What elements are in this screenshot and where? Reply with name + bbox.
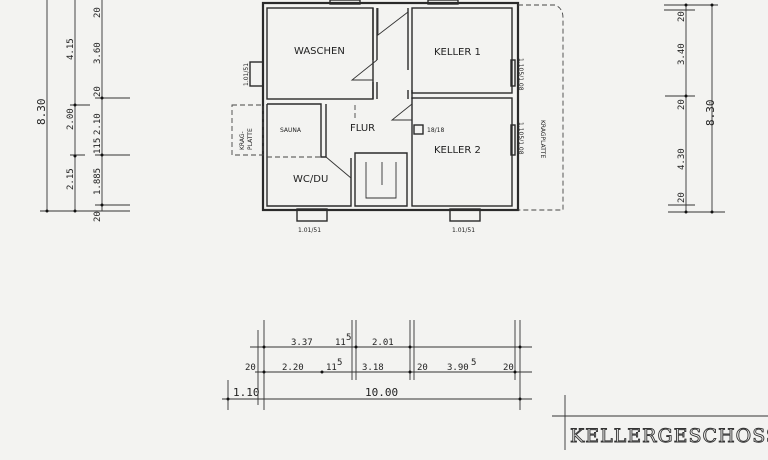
dim-left-inner: 3.60	[93, 42, 103, 64]
room-keller1: KELLER 1	[434, 47, 481, 58]
dim-bottom-row3: 10.00	[365, 386, 398, 399]
room-wc: WC/DU	[293, 174, 328, 185]
kragplatte-left-label-1: KRAG-	[239, 131, 246, 150]
dim-left-inner: 20	[93, 7, 103, 18]
room-waschen: WASCHEN	[294, 46, 345, 57]
dim-right-total: 8.30	[704, 100, 717, 127]
dim-left-total: 8.30	[35, 99, 48, 126]
room-sauna: SAUNA	[280, 127, 302, 134]
window-keller1-label: 1.105/1.08	[517, 58, 524, 91]
dim-bottom-row1: 5	[346, 333, 351, 343]
window-bottom-left-label: 1.01/51	[298, 227, 321, 234]
dim-bottom-row2: 5	[337, 358, 342, 368]
windows	[249, 0, 516, 222]
plan-title: KELLERGESCHOSS	[570, 425, 768, 447]
room-keller2: KELLER 2	[434, 145, 481, 156]
dim-bottom-row1: 11	[335, 338, 346, 348]
chimney-label: 18/18	[427, 127, 444, 134]
dim-right-inner: 3.40	[677, 43, 687, 65]
dim-left-inner: 1.885	[93, 168, 103, 195]
kragplatte-left-label-2: PLATTE	[247, 128, 254, 150]
walls	[261, 1, 520, 212]
kragplatte-right-outline	[518, 4, 564, 211]
dim-left-inner: 20	[93, 211, 103, 222]
bottom-dimensions	[222, 320, 532, 410]
window-keller2-label: 1.105/1.08	[517, 122, 524, 155]
dim-bottom-row2: 3.90	[447, 363, 469, 373]
dim-bottom-row2: 3.18	[362, 363, 384, 373]
title-frame-lines	[552, 395, 768, 450]
dim-bottom-row2: 2.20	[282, 363, 304, 373]
window-bottom-right-label: 1.01/51	[452, 227, 475, 234]
dim-right-inner: 20	[677, 192, 687, 203]
dim-bottom-row2: 20	[417, 363, 428, 373]
dim-right-inner: 20	[677, 99, 687, 110]
dim-right-inner: 20	[677, 11, 687, 22]
chimney-icon	[413, 124, 424, 135]
right-dimensions	[664, 3, 725, 214]
dim-bottom-row2: 11	[326, 363, 337, 373]
dim-bottom-row2: 20	[503, 363, 514, 373]
dim-bottom-row1: 2.01	[372, 338, 394, 348]
dim-left-inner: 2.10	[93, 113, 103, 135]
dim-bottom-row2: 5	[471, 358, 476, 368]
kragplatte-right-label: KRAGPLATTE	[539, 120, 546, 158]
left-dimensions	[40, 0, 130, 213]
dim-left-mid: 2.15	[66, 168, 76, 190]
window-left-label: 1.01/51	[243, 63, 250, 86]
dim-left-inner: 115	[93, 138, 103, 154]
dim-bottom-row2: 20	[245, 363, 256, 373]
dim-left-inner: 20	[93, 86, 103, 97]
dim-bottom-row3: 1.10	[233, 386, 260, 399]
dim-left-mid: 2.00	[66, 108, 76, 130]
kragplatte-left-outline	[231, 104, 264, 156]
dim-left-mid: 4.15	[66, 38, 76, 60]
dim-right-inner: 4.30	[677, 148, 687, 170]
room-flur: FLUR	[350, 123, 375, 134]
dim-bottom-row1: 3.37	[291, 338, 313, 348]
